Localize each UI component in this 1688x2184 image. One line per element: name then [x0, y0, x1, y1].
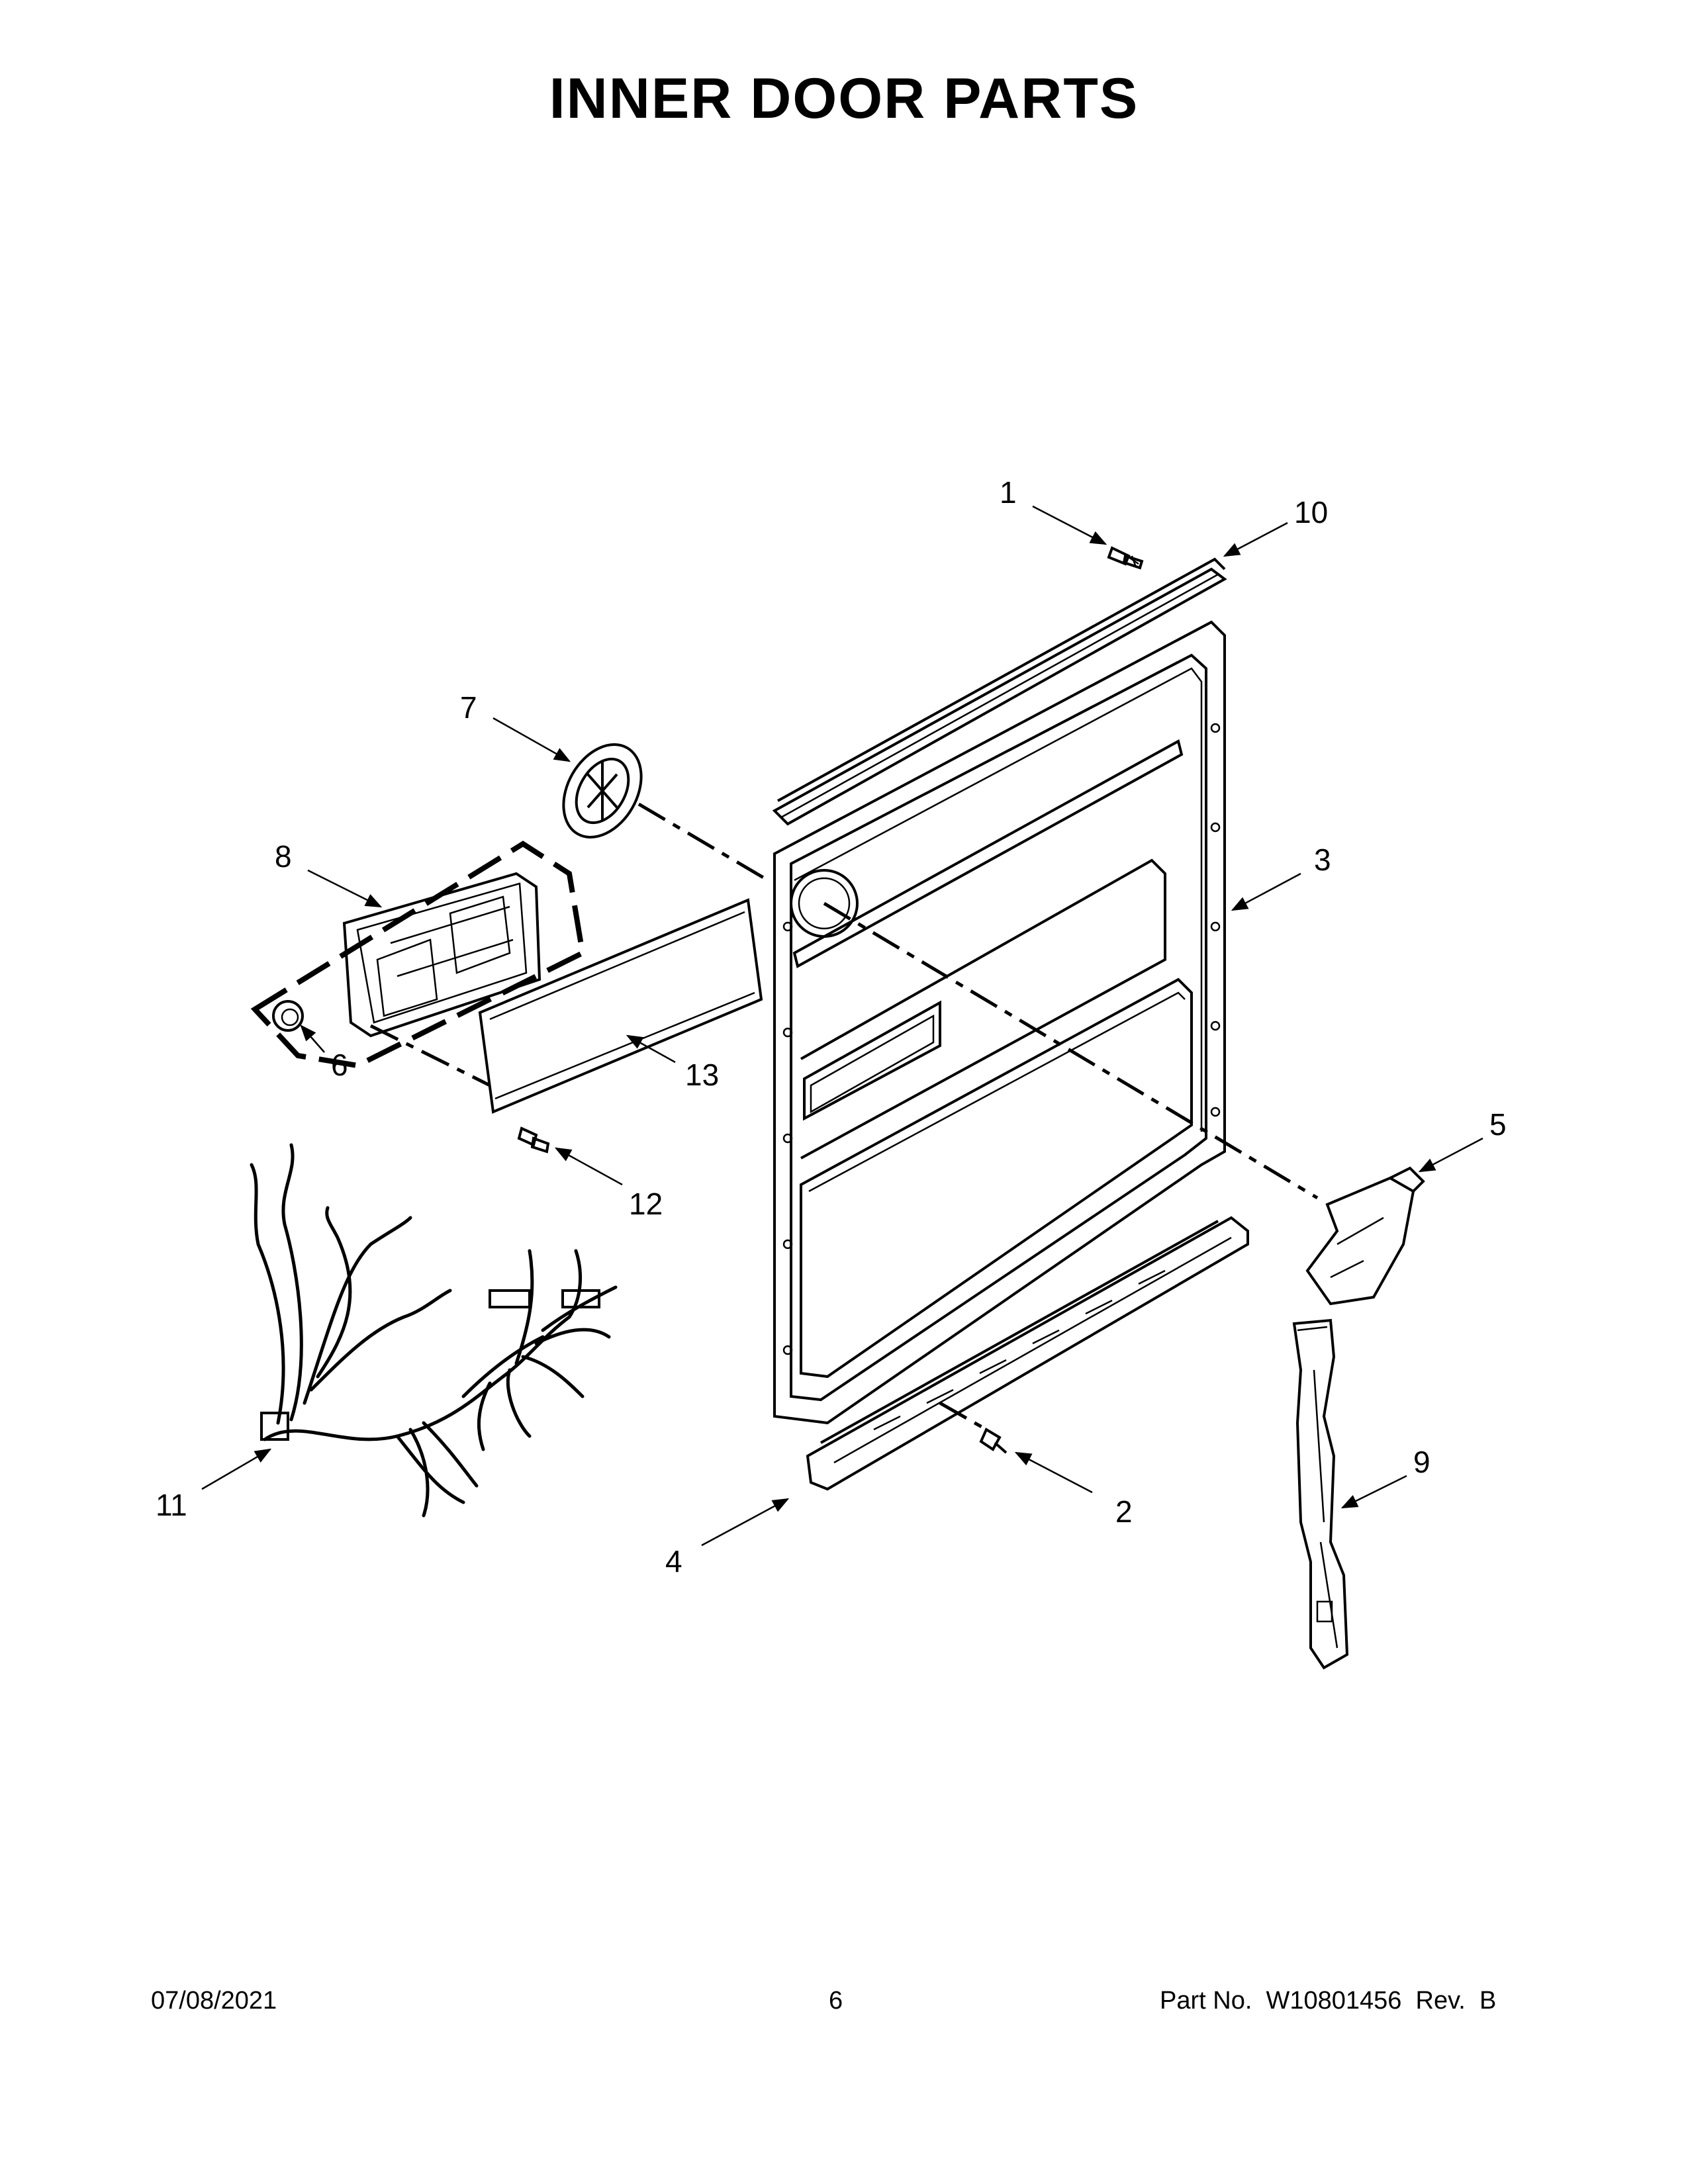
hose-connector-part-5 — [1305, 1166, 1425, 1306]
leader-8 — [307, 869, 383, 908]
leader-9 — [1340, 1475, 1407, 1509]
leader-10 — [1223, 522, 1288, 557]
callout-3: 3 — [1314, 842, 1331, 877]
callout-4: 4 — [665, 1544, 682, 1578]
top-trim-strip — [772, 557, 1227, 826]
footer-date: 07/08/2021 — [151, 1987, 277, 2015]
callout-13: 13 — [685, 1058, 719, 1092]
callout-12: 12 — [629, 1187, 663, 1221]
leader-6 — [300, 1024, 325, 1053]
callout-9: 9 — [1413, 1445, 1430, 1479]
callout-2: 2 — [1115, 1494, 1133, 1529]
screw-part-2 — [979, 1428, 1008, 1454]
callout-1: 1 — [1000, 475, 1017, 510]
callout-6: 6 — [331, 1048, 348, 1082]
leader-4 — [701, 1498, 790, 1547]
knob-part-6 — [272, 1000, 304, 1032]
callout-8: 8 — [275, 839, 292, 874]
control-module-part-8 — [342, 872, 541, 1038]
callout-10: 10 — [1294, 495, 1328, 529]
module-group-outline — [250, 841, 586, 1069]
footer-part-number: Part No. W10801456 Rev. B — [1160, 1987, 1497, 2015]
inner-door-panel — [773, 620, 1226, 1425]
leader-7 — [492, 717, 571, 762]
page-title: INNER DOOR PARTS — [549, 67, 1139, 130]
leader-2 — [1014, 1451, 1093, 1494]
callout-7: 7 — [460, 690, 477, 725]
screw-part-12 — [517, 1126, 550, 1154]
callout-5: 5 — [1489, 1107, 1507, 1142]
leader-5 — [1418, 1137, 1483, 1173]
alignment-line-module — [369, 1024, 491, 1087]
wire-harness-part-11 — [250, 1143, 618, 1518]
leader-11 — [201, 1448, 272, 1490]
leader-3 — [1231, 872, 1301, 911]
screw-part-1 — [1107, 546, 1144, 570]
vent-part-7 — [562, 743, 643, 839]
alignment-line-vent — [637, 802, 769, 882]
leader-1 — [1032, 505, 1107, 545]
shield-plate-part-13 — [478, 898, 763, 1114]
duct-part-9 — [1292, 1318, 1349, 1670]
leader-13 — [626, 1034, 676, 1064]
bottom-trim-strip — [806, 1216, 1249, 1491]
alignment-line-screw — [939, 1401, 988, 1432]
leader-12 — [554, 1147, 623, 1186]
callout-11: 11 — [156, 1488, 187, 1522]
alignment-line-hose — [823, 901, 1319, 1200]
footer-page-number: 6 — [829, 1987, 843, 2015]
